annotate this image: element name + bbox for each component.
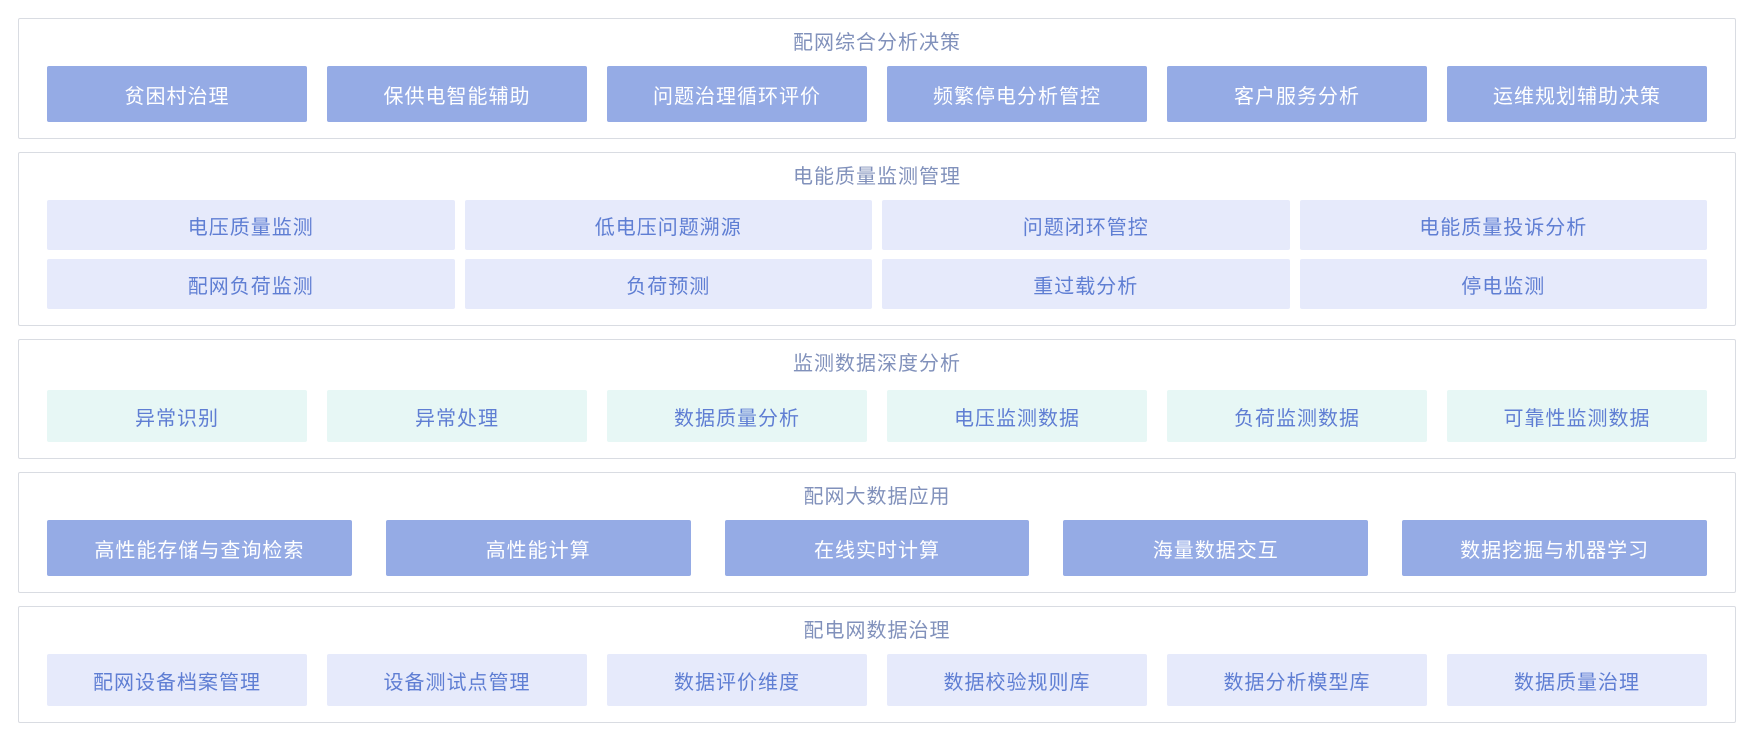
module-tile[interactable]: 数据校验规则库 [887,654,1147,706]
module-tile[interactable]: 问题治理循环评价 [607,66,867,122]
module-tile[interactable]: 低电压问题溯源 [464,200,872,250]
module-tile[interactable]: 高性能计算 [385,520,691,576]
section-panel-power-quality-monitoring: 电能质量监测管理电压质量监测低电压问题溯源问题闭环管控电能质量投诉分析配网负荷监… [18,152,1736,326]
section-panel-monitoring-data-deep-analysis: 监测数据深度分析异常识别异常处理数据质量分析电压监测数据负荷监测数据可靠性监测数… [18,339,1736,459]
module-tile[interactable]: 异常识别 [47,390,307,442]
section-title-distribution-analysis-decision: 配网综合分析决策 [793,32,961,54]
module-tile[interactable]: 海量数据交互 [1063,520,1369,576]
module-tile[interactable]: 运维规划辅助决策 [1447,66,1707,122]
module-tile[interactable]: 电能质量投诉分析 [1299,200,1707,250]
module-tile[interactable]: 负荷预测 [464,259,872,309]
section-panel-distribution-data-governance: 配电网数据治理配网设备档案管理设备测试点管理数据评价维度数据校验规则库数据分析模… [18,606,1736,723]
module-tile[interactable]: 电压质量监测 [47,200,455,250]
module-tile[interactable]: 可靠性监测数据 [1447,390,1707,442]
section-title-power-quality-monitoring: 电能质量监测管理 [793,166,961,188]
module-tile[interactable]: 重过载分析 [882,259,1290,309]
button-row: 异常识别异常处理数据质量分析电压监测数据负荷监测数据可靠性监测数据 [47,390,1707,442]
module-tile[interactable]: 配网负荷监测 [47,259,455,309]
module-tile[interactable]: 设备测试点管理 [327,654,587,706]
module-tile[interactable]: 数据挖掘与机器学习 [1402,520,1707,576]
button-row: 配网负荷监测负荷预测重过载分析停电监测 [47,259,1707,309]
module-tile[interactable]: 数据质量分析 [607,390,867,442]
section-title-monitoring-data-deep-analysis: 监测数据深度分析 [793,353,961,375]
panels: 配网综合分析决策贫困村治理保供电智能辅助问题治理循环评价频繁停电分析管控客户服务… [18,18,1736,723]
module-tile[interactable]: 客户服务分析 [1167,66,1427,122]
button-row: 高性能存储与查询检索高性能计算在线实时计算海量数据交互数据挖掘与机器学习 [47,520,1707,576]
module-tile[interactable]: 异常处理 [327,390,587,442]
section-panel-distribution-analysis-decision: 配网综合分析决策贫困村治理保供电智能辅助问题治理循环评价频繁停电分析管控客户服务… [18,18,1736,139]
module-tile[interactable]: 贫困村治理 [47,66,307,122]
section-panel-distribution-big-data-application: 配网大数据应用高性能存储与查询检索高性能计算在线实时计算海量数据交互数据挖掘与机… [18,472,1736,593]
button-row: 贫困村治理保供电智能辅助问题治理循环评价频繁停电分析管控客户服务分析运维规划辅助… [47,66,1707,122]
module-tile[interactable]: 高性能存储与查询检索 [47,520,352,576]
module-tile[interactable]: 频繁停电分析管控 [887,66,1147,122]
button-row: 配网设备档案管理设备测试点管理数据评价维度数据校验规则库数据分析模型库数据质量治… [47,654,1707,706]
section-title-distribution-big-data-application: 配网大数据应用 [803,486,951,508]
module-tile[interactable]: 数据分析模型库 [1167,654,1427,706]
module-tile[interactable]: 数据质量治理 [1447,654,1707,706]
module-tile[interactable]: 问题闭环管控 [882,200,1290,250]
module-tile[interactable]: 电压监测数据 [887,390,1147,442]
button-row: 电压质量监测低电压问题溯源问题闭环管控电能质量投诉分析 [47,200,1707,250]
module-tile[interactable]: 保供电智能辅助 [327,66,587,122]
module-tile[interactable]: 配网设备档案管理 [47,654,307,706]
module-tile[interactable]: 数据评价维度 [607,654,867,706]
module-tile[interactable]: 停电监测 [1299,259,1707,309]
module-tile[interactable]: 在线实时计算 [724,520,1030,576]
module-tile[interactable]: 负荷监测数据 [1167,390,1427,442]
section-title-distribution-data-governance: 配电网数据治理 [803,620,951,642]
